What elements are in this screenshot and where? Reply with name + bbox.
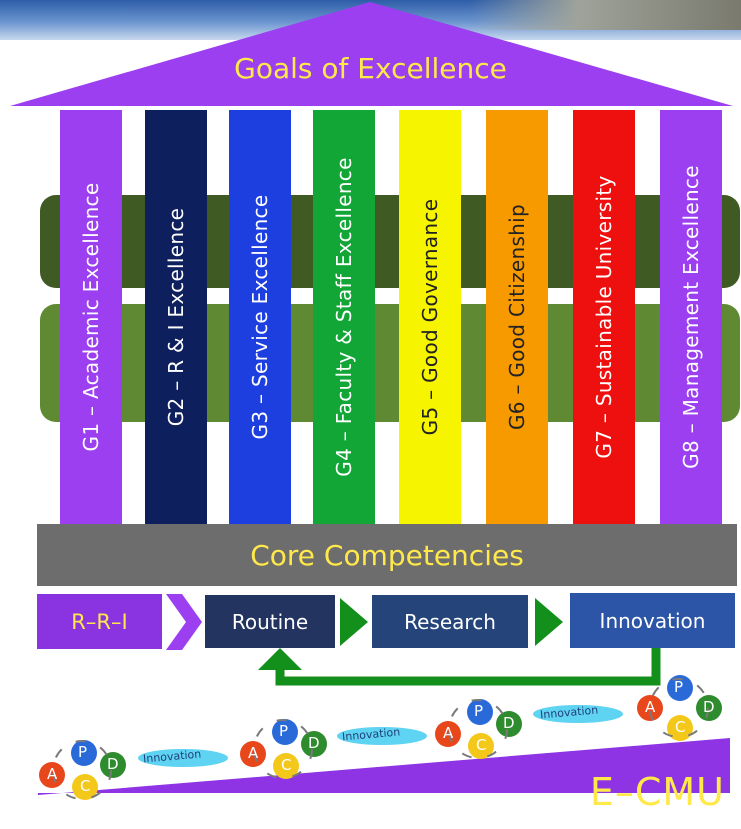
pdca-cycle-4 xyxy=(637,675,722,741)
pdca-letter-a: A xyxy=(248,744,259,762)
brand-name: E–CMU xyxy=(589,770,725,814)
pillar-g6: G6 – Good Citizenship xyxy=(486,110,548,524)
pdca-letter-d: D xyxy=(107,755,119,773)
roof-title: Goals of Excellence xyxy=(234,52,507,85)
step-routine: Routine xyxy=(205,595,335,648)
pdca-cycle-2 xyxy=(240,719,327,779)
feedback-loop-arrow xyxy=(258,648,661,686)
pillar-g2-label: G2 – R & I Excellence xyxy=(164,207,188,427)
pillar-g5: G5 – Good Governance xyxy=(399,110,461,524)
pillar-g3: G3 – Service Excellence xyxy=(229,110,291,524)
pdca-letter-c: C xyxy=(675,718,686,736)
pdca-letter-d: D xyxy=(308,734,320,752)
pdca-cycles xyxy=(39,675,722,800)
pdca-letter-a: A xyxy=(443,724,454,742)
core-competencies-bar: Core Competencies xyxy=(37,524,737,586)
rri-label-box: R–R–I xyxy=(37,594,162,649)
pillar-g4: G4 – Faculty & Staff Excellence xyxy=(313,110,375,524)
rri-chevron-icon xyxy=(166,594,202,650)
step-innovation: Innovation xyxy=(570,593,735,648)
pillar-g1-label: G1 – Academic Excellence xyxy=(79,182,103,452)
pillar-g2: G2 – R & I Excellence xyxy=(145,110,207,524)
pdca-letter-p: P xyxy=(474,702,484,720)
pdca-cycle-3 xyxy=(435,699,522,759)
pillar-g4-label: G4 – Faculty & Staff Excellence xyxy=(332,157,356,477)
roof-triangle xyxy=(10,2,733,106)
core-competencies-title: Core Competencies xyxy=(250,538,524,572)
pillar-g7-label: G7 – Sustainable University xyxy=(592,175,616,459)
pdca-cycle-1 xyxy=(39,740,126,800)
pdca-letter-d: D xyxy=(503,714,515,732)
pillar-g3-label: G3 – Service Excellence xyxy=(248,194,272,440)
pdca-letter-a: A xyxy=(645,698,656,716)
arrow-right-icon xyxy=(340,598,368,646)
step-routine-label: Routine xyxy=(231,609,309,634)
ramp-background xyxy=(38,738,730,795)
pillar-g8-label: G8 – Management Excellence xyxy=(679,165,703,469)
pillar-g7: G7 – Sustainable University xyxy=(573,110,635,524)
pdca-letter-d: D xyxy=(703,698,715,716)
pdca-letter-c: C xyxy=(281,756,292,774)
pdca-letter-p: P xyxy=(279,722,289,740)
pdca-letter-a: A xyxy=(47,765,58,783)
pillar-g5-label: G5 – Good Governance xyxy=(418,198,442,436)
pdca-letter-c: C xyxy=(80,777,91,795)
innovation-arrow-2 xyxy=(337,727,427,745)
pdca-letter-c: C xyxy=(476,736,487,754)
pillar-g1: G1 – Academic Excellence xyxy=(60,110,122,524)
innovation-arrow-1 xyxy=(138,749,228,767)
arrow-right-icon xyxy=(535,598,563,646)
pdca-letter-p: P xyxy=(78,743,88,761)
header-building-image xyxy=(470,0,741,30)
pillar-g6-label: G6 – Good Citizenship xyxy=(505,203,529,431)
step-research: Research xyxy=(372,595,528,648)
pillar-g8: G8 – Management Excellence xyxy=(660,110,722,524)
step-innovation-label: Innovation xyxy=(599,608,706,633)
pdca-letter-p: P xyxy=(674,678,684,696)
innovation-arrow-3 xyxy=(533,705,623,723)
rri-label: R–R–I xyxy=(71,609,128,634)
step-research-label: Research xyxy=(404,609,496,634)
